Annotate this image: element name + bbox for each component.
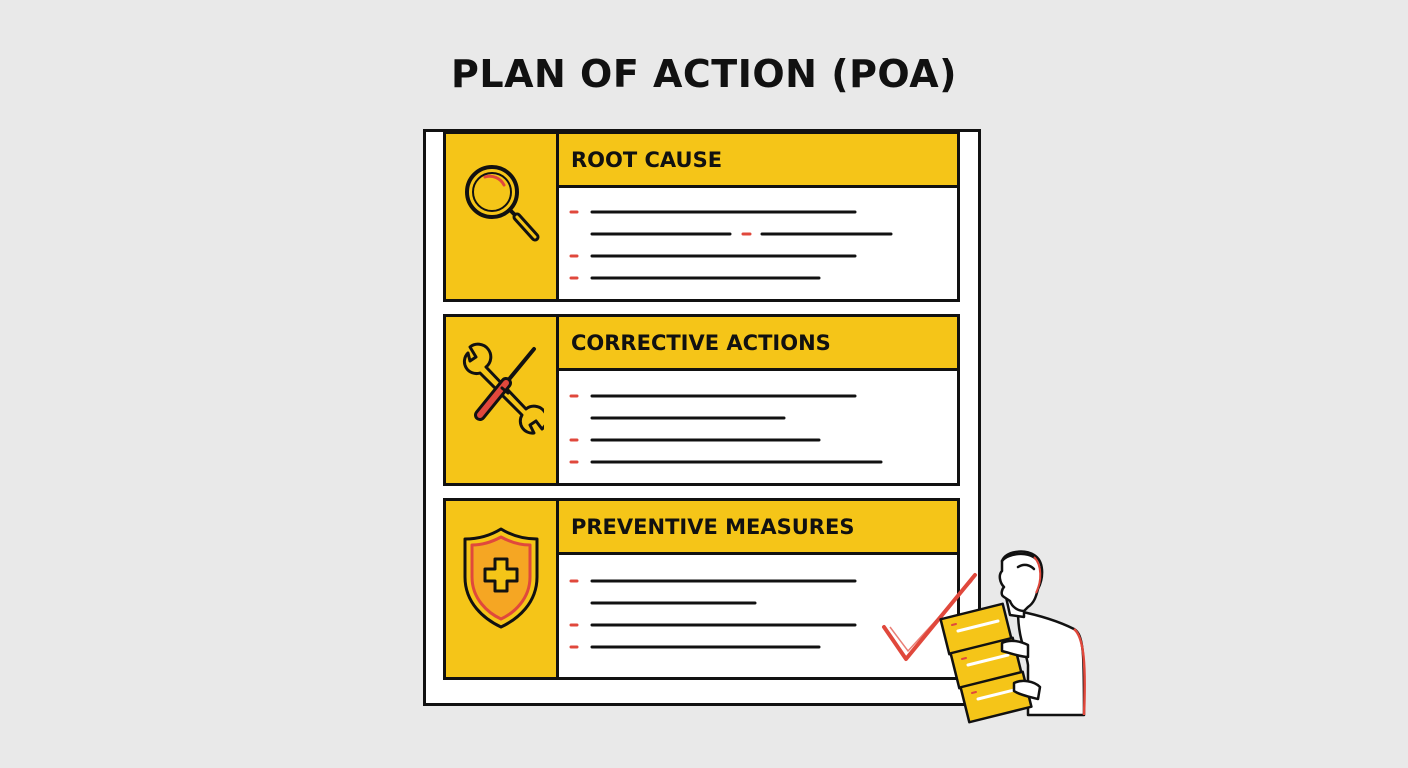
section-header: ROOT CAUSE — [559, 134, 957, 188]
section-preventive-measures: PREVENTIVE MEASURES — [443, 498, 960, 680]
wrench-screwdriver-icon — [462, 342, 544, 435]
section-body — [559, 188, 957, 299]
section-root-cause: ROOT CAUSE — [443, 131, 960, 302]
worker-illustration — [882, 550, 1086, 724]
section-header: PREVENTIVE MEASURES — [559, 501, 957, 555]
section-heading: CORRECTIVE ACTIONS — [571, 331, 831, 355]
section-heading: PREVENTIVE MEASURES — [571, 515, 855, 539]
section-icon-panel — [446, 501, 559, 677]
bullet-lines — [569, 210, 893, 280]
section-header: CORRECTIVE ACTIONS — [559, 317, 957, 371]
section-corrective-actions: CORRECTIVE ACTIONS — [443, 314, 960, 486]
bullet-lines — [569, 394, 883, 464]
section-body — [559, 371, 957, 483]
section-icon-panel — [446, 134, 559, 299]
page-title: PLAN OF ACTION (POA) — [451, 52, 957, 96]
section-body — [559, 555, 957, 677]
shield-plus-icon — [463, 527, 539, 629]
section-heading: ROOT CAUSE — [571, 148, 723, 172]
bullet-lines — [569, 579, 857, 649]
magnifying-glass-icon — [465, 165, 540, 242]
section-icon-panel — [446, 317, 559, 483]
